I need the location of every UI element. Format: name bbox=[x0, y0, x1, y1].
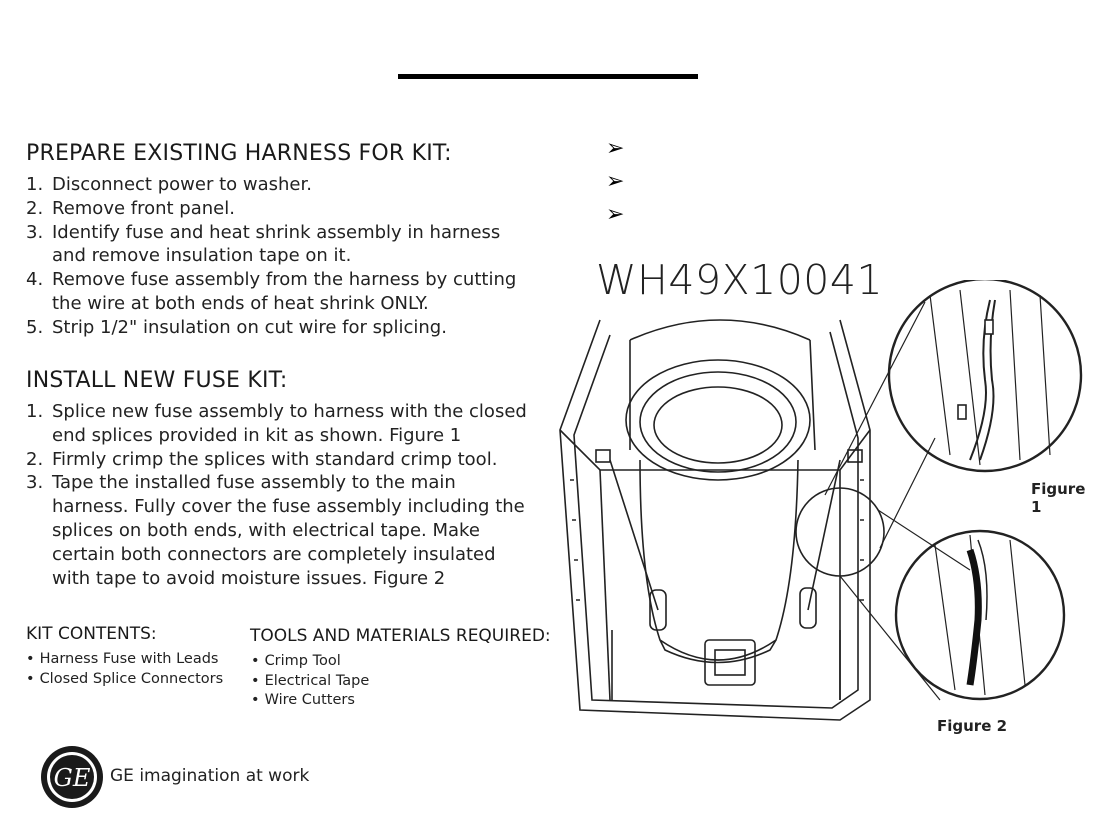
install-step: 1. Splice new fuse assembly to harness wi… bbox=[26, 400, 536, 448]
step-text: Tape the installed fuse assembly to the … bbox=[52, 472, 525, 589]
step-text: Disconnect power to washer. bbox=[52, 174, 312, 195]
kit-item: Harness Fuse with Leads bbox=[26, 650, 223, 670]
washer-illustration bbox=[559, 280, 1083, 721]
tool-item: Wire Cutters bbox=[251, 691, 369, 711]
tagline: GE imagination at work bbox=[110, 766, 310, 786]
tools-list: Crimp Tool Electrical Tape Wire Cutters bbox=[251, 652, 370, 711]
arrow-bullet-icon: ➢ bbox=[606, 136, 625, 161]
tool-item: Crimp Tool bbox=[251, 652, 369, 672]
prepare-step: 2. Remove front panel. bbox=[26, 197, 536, 221]
tool-item: Electrical Tape bbox=[251, 672, 370, 692]
step-text: Remove front panel. bbox=[52, 197, 235, 219]
kit-item: Closed Splice Connectors bbox=[26, 670, 224, 690]
step-number: 3. bbox=[26, 472, 44, 494]
arrow-bullet-icon: ➢ bbox=[606, 202, 625, 227]
washer-cabinet bbox=[559, 319, 871, 721]
step-number: 1. bbox=[26, 401, 44, 422]
title-rule bbox=[398, 74, 698, 79]
kit-contents-list: Harness Fuse with Leads Closed Splice Co… bbox=[26, 650, 224, 690]
figure1-detail bbox=[887, 280, 1083, 473]
prepare-step: 4. Remove fuse assembly from the harness … bbox=[26, 268, 536, 316]
step-number: 5. bbox=[26, 316, 44, 338]
install-steps: 1. Splice new fuse assembly to harness wi… bbox=[26, 400, 536, 590]
ge-logo-icon: GE bbox=[41, 746, 103, 808]
step-number: 2. bbox=[26, 448, 44, 470]
arrow-bullet-icon: ➢ bbox=[606, 169, 625, 194]
figure1-label: Figure 1 bbox=[1031, 480, 1086, 516]
step-text: Identify fuse and heat shrink assembly i… bbox=[52, 221, 501, 267]
step-number: 3. bbox=[26, 221, 44, 243]
prepare-steps: 1. Disconnect power to washer. 2. Remove f… bbox=[26, 173, 536, 340]
step-number: 1. bbox=[26, 174, 44, 195]
figure2-detail bbox=[894, 529, 1066, 701]
logo-lettering: GE bbox=[54, 764, 91, 792]
prepare-step: 3. Identify fuse and heat shrink assembly… bbox=[26, 221, 536, 269]
step-text: Splice new fuse assembly to harness with… bbox=[52, 401, 527, 446]
step-text: Strip 1/2" insulation on cut wire for sp… bbox=[52, 316, 447, 338]
figure2-label: Figure 2 bbox=[937, 717, 1008, 735]
step-text: Firmly crimp the splices with standard c… bbox=[52, 448, 498, 470]
prepare-step: 1. Disconnect power to washer. bbox=[26, 173, 536, 197]
step-text: Remove fuse assembly from the harness by… bbox=[52, 269, 517, 314]
prepare-step: 5. Strip 1/2" insulation on cut wire for … bbox=[26, 316, 536, 340]
part-number: WH49X10041 bbox=[596, 256, 884, 304]
install-step: 2. Firmly crimp the splices with standard… bbox=[26, 448, 536, 472]
step-number: 4. bbox=[26, 269, 44, 291]
kit-contents-heading: KIT CONTENTS: bbox=[26, 624, 157, 644]
tools-heading: TOOLS AND MATERIALS REQUIRED: bbox=[250, 626, 551, 646]
step-number: 2. bbox=[26, 197, 44, 219]
prepare-heading: PREPARE EXISTING HARNESS FOR KIT: bbox=[26, 141, 452, 166]
install-heading: INSTALL NEW FUSE KIT: bbox=[26, 368, 288, 393]
install-step: 3. Tape the installed fuse assembly to th… bbox=[26, 471, 536, 590]
